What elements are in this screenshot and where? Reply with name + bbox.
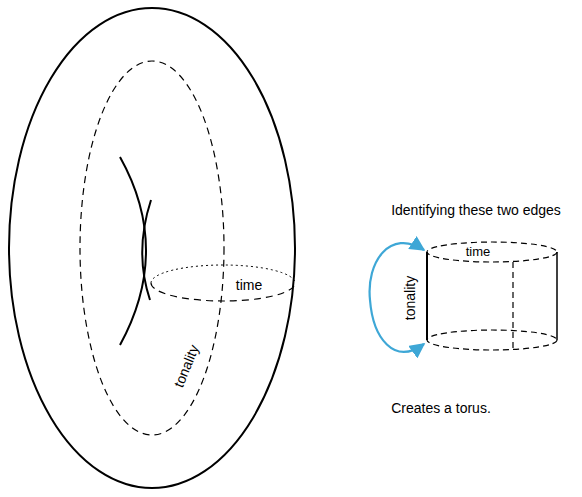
caption-note: Creates a torus. <box>391 400 491 416</box>
torus-outline <box>9 8 295 488</box>
tonality-loop <box>80 61 224 435</box>
axis-label: time <box>236 277 262 293</box>
torus-hole-lip <box>142 200 151 300</box>
caption-note: Identifying these two edges <box>391 202 561 218</box>
axis-label: tonality <box>402 276 418 320</box>
axis-label: tonality <box>169 341 202 392</box>
cylinder-right-edge <box>556 252 558 340</box>
cylinder-bottom <box>427 330 557 350</box>
cylinder-left-edge <box>426 252 428 340</box>
cylinder-back-line <box>512 262 513 350</box>
time-loop-back <box>151 265 295 283</box>
time-loop-front <box>151 283 295 301</box>
axis-label: time <box>464 245 493 260</box>
identification-arrow <box>370 243 424 352</box>
cylinder-top <box>427 242 557 262</box>
